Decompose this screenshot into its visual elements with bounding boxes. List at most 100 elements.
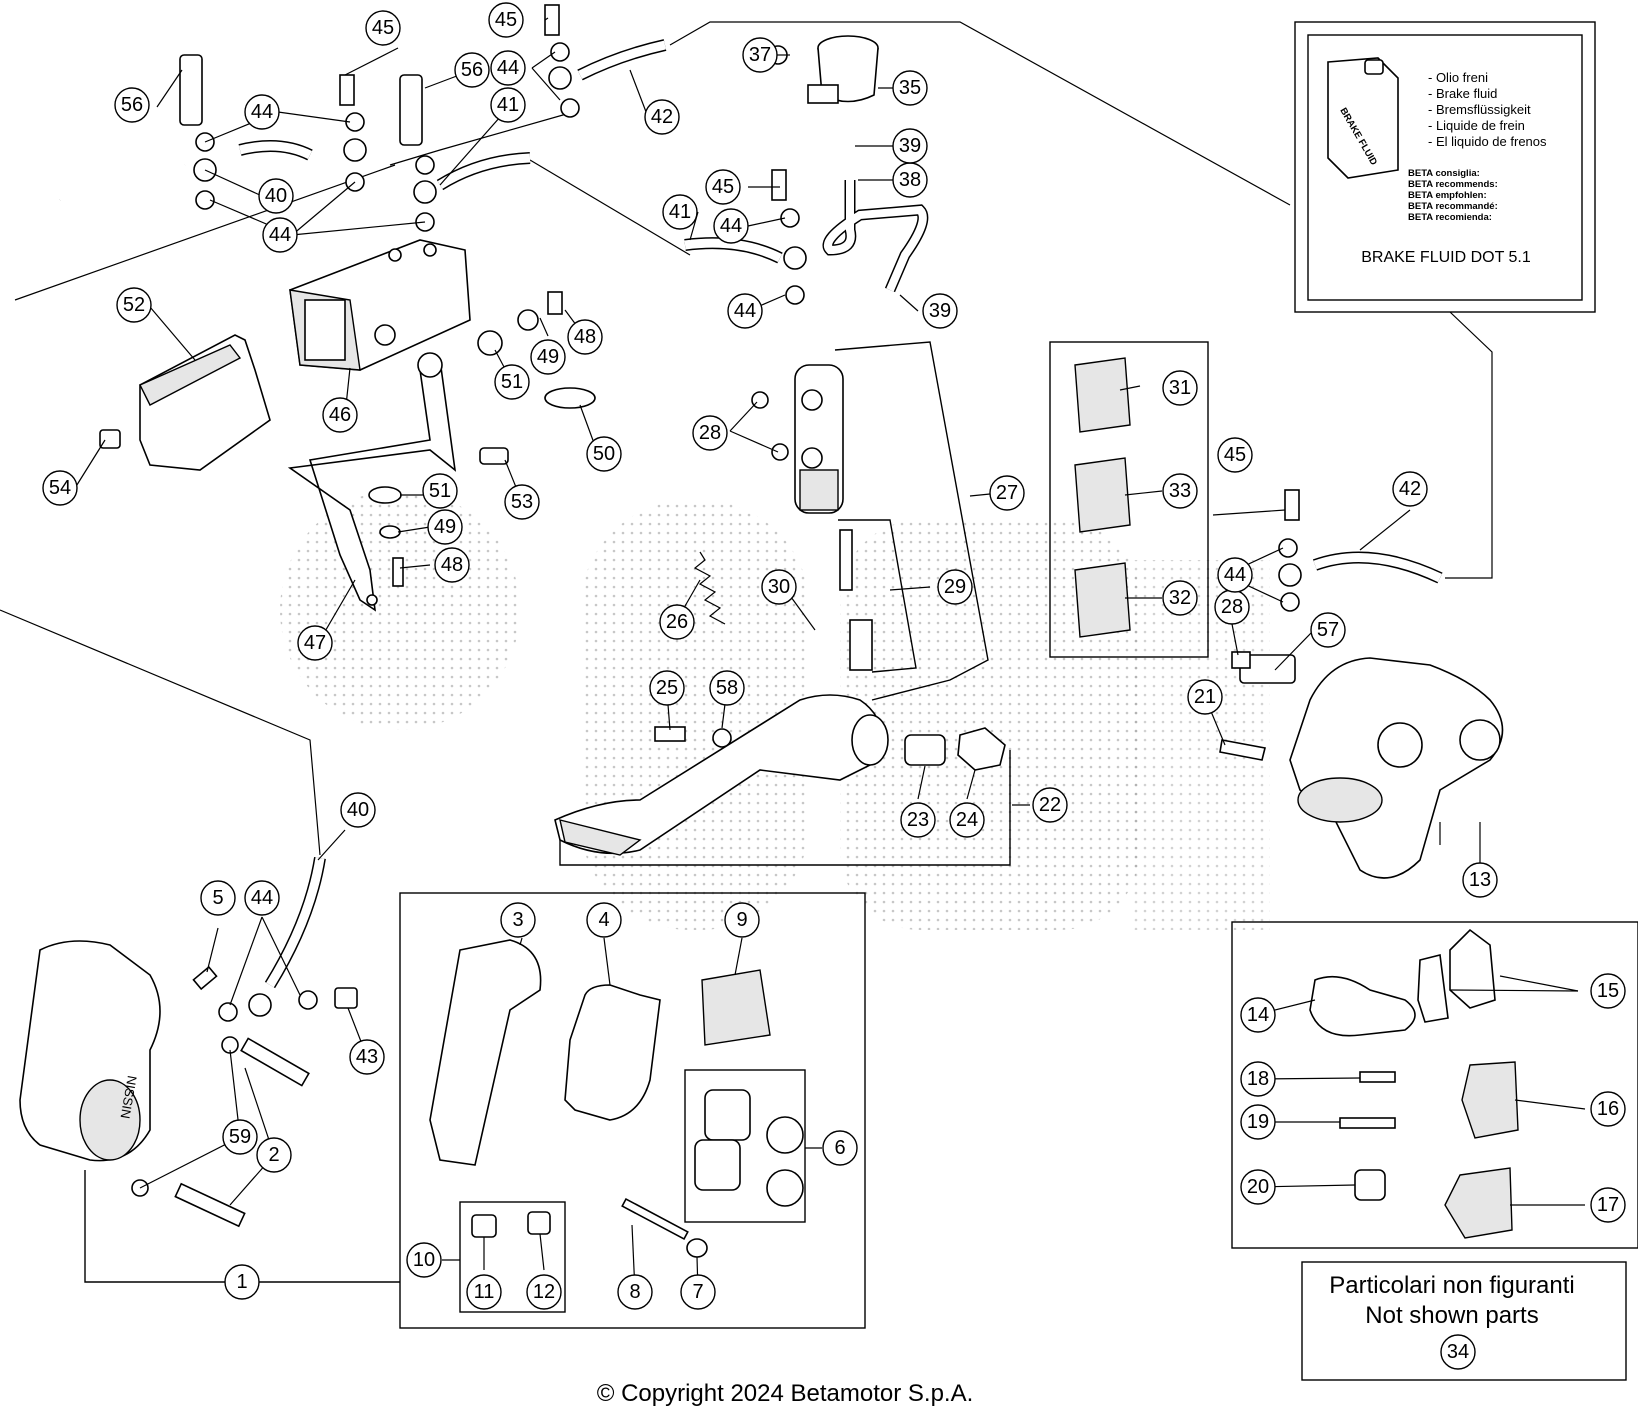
abs-modulator	[289, 239, 471, 371]
svg-text:19: 19	[1247, 1111, 1269, 1133]
svg-text:32: 32	[1169, 587, 1191, 609]
svg-text:44: 44	[1224, 564, 1246, 586]
caliper-mark: NISSIN	[118, 1074, 140, 1119]
front-caliper: NISSIN	[19, 940, 161, 1162]
svg-text:48: 48	[441, 554, 463, 576]
callout-50: 50	[586, 436, 622, 472]
svg-text:8: 8	[629, 1281, 640, 1303]
fluid-line-1: - Olio freni	[1428, 70, 1488, 85]
group-boxes	[84, 341, 1638, 1329]
callout-57: 57	[1310, 612, 1346, 648]
brake-fluid-info-box: BRAKE FLUID - Olio freni - Brake fluid -…	[1294, 21, 1596, 313]
callout-40b: 40	[340, 792, 376, 828]
callout-30: 30	[761, 569, 797, 605]
callout-16: 16	[1590, 1091, 1626, 1127]
svg-text:4: 4	[598, 909, 609, 931]
svg-text:57: 57	[1317, 619, 1339, 641]
callout-5: 5	[200, 880, 236, 916]
svg-text:44: 44	[734, 300, 756, 322]
callout-13: 13	[1462, 862, 1498, 898]
callout-7: 7	[680, 1274, 716, 1310]
abs-bracket	[287, 352, 457, 612]
recommend-4: BETA recommandé:	[1408, 201, 1498, 212]
svg-text:41: 41	[497, 94, 519, 116]
callout-51a: 51	[494, 364, 530, 400]
svg-text:33: 33	[1169, 480, 1191, 502]
svg-text:56: 56	[461, 59, 483, 81]
callout-2: 2	[256, 1137, 292, 1173]
svg-text:3: 3	[512, 909, 523, 931]
callout-45d: 45	[1217, 437, 1253, 473]
callout-58: 58	[709, 670, 745, 706]
svg-text:49: 49	[434, 516, 456, 538]
callout-48b: 48	[434, 547, 470, 583]
svg-text:54: 54	[49, 477, 71, 499]
svg-text:22: 22	[1039, 794, 1061, 816]
callout-29: 29	[937, 569, 973, 605]
callout-42b: 42	[1392, 471, 1428, 507]
svg-text:44: 44	[720, 215, 742, 237]
recommend-1: BETA consiglia:	[1408, 168, 1480, 179]
svg-text:47: 47	[304, 632, 326, 654]
svg-text:44: 44	[251, 101, 273, 123]
callout-49a: 49	[530, 339, 566, 375]
callout-17: 17	[1590, 1187, 1626, 1223]
callout-19: 19	[1240, 1104, 1276, 1140]
recommend-5: BETA recomienda:	[1408, 212, 1492, 223]
svg-text:35: 35	[899, 77, 921, 99]
callout-44e: 44	[727, 293, 763, 329]
svg-text:37: 37	[749, 44, 771, 66]
svg-text:20: 20	[1247, 1176, 1269, 1198]
svg-text:28: 28	[699, 422, 721, 444]
svg-text:18: 18	[1247, 1068, 1269, 1090]
svg-text:52: 52	[123, 294, 145, 316]
svg-text:16: 16	[1597, 1098, 1619, 1120]
callout-43: 43	[349, 1039, 385, 1075]
callout-45a: 45	[365, 10, 401, 46]
callout-39b: 39	[922, 293, 958, 329]
callout-33: 33	[1162, 473, 1198, 509]
svg-text:1: 1	[236, 1271, 247, 1293]
svg-text:14: 14	[1247, 1004, 1269, 1026]
watermark	[280, 490, 1270, 930]
callout-28: 28	[692, 415, 728, 451]
svg-text:41: 41	[669, 201, 691, 223]
svg-text:25: 25	[656, 677, 678, 699]
not-shown-line-2: Not shown parts	[1365, 1302, 1538, 1329]
fluid-line-4: - Liquide de frein	[1428, 118, 1525, 133]
callouts: 1 2 3 4 5 6 7 8 9 10 11 12 13 14 15 16 1…	[42, 2, 1626, 1370]
callout-44d: 44	[713, 208, 749, 244]
callout-21: 21	[1187, 679, 1223, 715]
callout-47: 47	[297, 625, 333, 661]
callout-40: 40	[258, 178, 294, 214]
callout-15: 15	[1590, 973, 1626, 1009]
callout-25: 25	[649, 670, 685, 706]
svg-text:27: 27	[996, 482, 1018, 504]
callout-44b: 44	[262, 217, 298, 253]
callout-10: 10	[406, 1242, 442, 1278]
rear-caliper	[1289, 657, 1504, 879]
svg-text:34: 34	[1447, 1341, 1469, 1363]
callout-56a: 56	[114, 87, 150, 123]
svg-text:42: 42	[1399, 478, 1421, 500]
svg-text:30: 30	[768, 576, 790, 598]
callout-44a: 44	[244, 94, 280, 130]
callout-11: 11	[466, 1274, 502, 1310]
callout-18: 18	[1240, 1061, 1276, 1097]
svg-text:44: 44	[497, 57, 519, 79]
svg-text:13: 13	[1469, 869, 1491, 891]
not-shown-parts-box: Particolari non figuranti Not shown part…	[1301, 1261, 1627, 1381]
fluid-product: BRAKE FLUID DOT 5.1	[1361, 249, 1531, 266]
svg-text:5: 5	[212, 887, 223, 909]
svg-text:11: 11	[474, 1281, 495, 1303]
svg-text:29: 29	[944, 576, 966, 598]
svg-text:43: 43	[356, 1046, 378, 1068]
svg-text:49: 49	[537, 346, 559, 368]
callout-59: 59	[222, 1119, 258, 1155]
callout-26: 26	[659, 604, 695, 640]
callout-3: 3	[500, 902, 536, 938]
callout-31: 31	[1162, 370, 1198, 406]
callout-8: 8	[617, 1274, 653, 1310]
callout-28b: 28	[1214, 589, 1250, 625]
svg-text:7: 7	[692, 1281, 703, 1303]
